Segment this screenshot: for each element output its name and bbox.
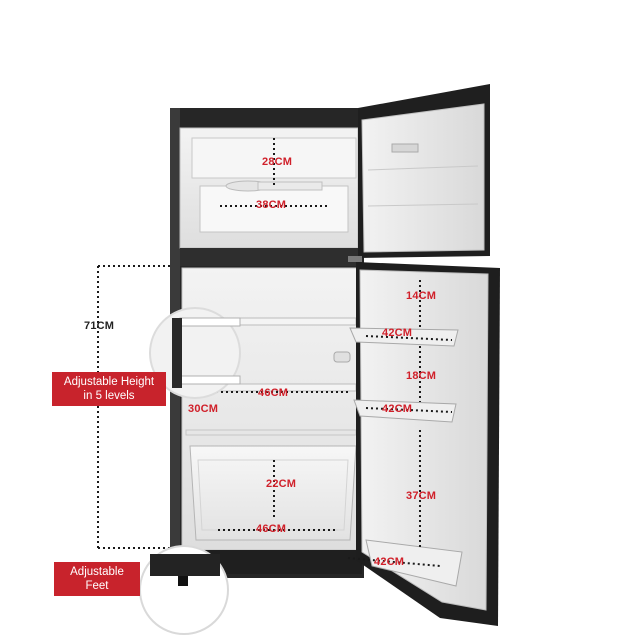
- fridge-door: [348, 256, 500, 626]
- door-shelf-gap-label: 18CM: [406, 370, 437, 382]
- shelf-width-label: 46CM: [258, 387, 289, 399]
- door-shelf3-width-label: 42CM: [374, 556, 405, 568]
- zoom-circle-shelf: [149, 307, 241, 399]
- crisper-height-label: 22CM: [266, 478, 297, 490]
- freezer-height-label: 28CM: [262, 156, 293, 168]
- zoom-circle-feet: [139, 545, 229, 635]
- crisper-width-label: 46CM: [256, 523, 287, 535]
- door-shelf1-width-label: 42CM: [382, 327, 413, 339]
- measure-lines: [97, 138, 453, 567]
- adjustable-height-callout: Adjustable Height in 5 levels: [52, 372, 166, 406]
- door-shelf2-width-label: 42CM: [382, 403, 413, 415]
- adjustable-feet-callout: Adjustable Feet: [54, 562, 140, 596]
- freezer-door: [358, 84, 490, 258]
- fridge-height-label: 71CM: [84, 320, 115, 332]
- shelf-gap-label: 30CM: [188, 403, 219, 415]
- door-top-gap-label: 14CM: [406, 290, 437, 302]
- freezer-width-label: 38CM: [256, 199, 287, 211]
- door-lower-gap-label: 37CM: [406, 490, 437, 502]
- crisper-drawer: [189, 445, 357, 541]
